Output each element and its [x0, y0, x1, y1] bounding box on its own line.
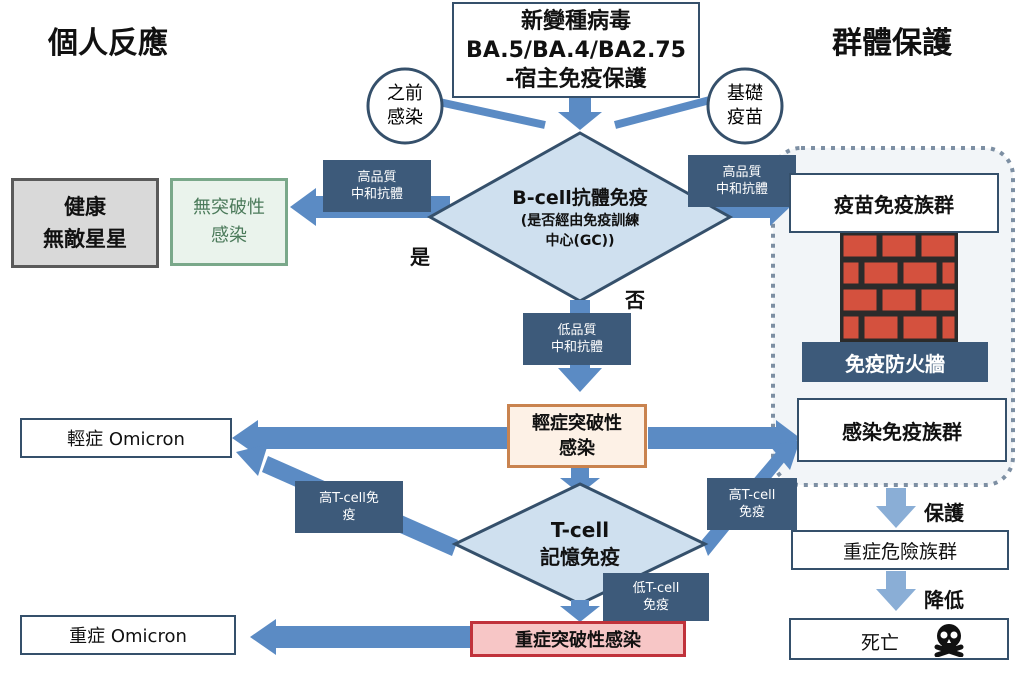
high-risk-group-box: 重症危險族群	[791, 530, 1009, 570]
arrow-protect-down	[876, 488, 916, 528]
bcell-sub1: (是否經由免疫訓練	[520, 213, 640, 229]
tcell-line2: 記憶免疫	[540, 545, 620, 569]
vaccine-immune-group-box: 疫苗免疫族群	[789, 173, 999, 233]
bcell-sub2: 中心(GC))	[545, 233, 615, 249]
answer-yes: 是	[410, 245, 430, 269]
base-vaccine-label: 基礎 疫苗	[727, 83, 763, 128]
tcell-text: T-cell 記憶免疫	[500, 514, 660, 574]
arrow-tcell-down	[560, 600, 600, 622]
tag-low-tcell: 低T-cell 免疫	[603, 573, 709, 621]
infection-immune-group-box: 感染免疫族群	[797, 398, 1007, 462]
mild-omicron-box: 輕症 Omicron	[20, 418, 232, 458]
healthy-box: 健康 無敵星星	[11, 178, 159, 268]
base-vaccine-circle	[706, 67, 784, 145]
prior-infection-circle	[366, 67, 444, 145]
death-box: 死亡	[789, 618, 1009, 660]
skull-crossbones-icon	[931, 621, 967, 657]
new-variant-box: 新變種病毒 BA.5/BA.4/BA2.75 -宿主免疫保護	[452, 2, 700, 98]
new-variant-line1: 新變種病毒	[520, 8, 631, 34]
prior-infection-label: 之前 感染	[387, 83, 423, 128]
tag-high-tcell-left: 高T-cell免 疫	[295, 481, 403, 533]
immune-firewall-label: 免疫防火牆	[802, 342, 988, 382]
arrow-reduce-down	[876, 571, 916, 611]
tag-high-quality-left: 高品質 中和抗體	[323, 160, 431, 212]
tcell-line1: T-cell	[550, 518, 610, 542]
arrow-severe-left	[250, 619, 470, 655]
header-group: 群體保護	[832, 26, 952, 61]
arrow-left-circle	[429, 96, 546, 129]
new-variant-line3: -宿主免疫保護	[505, 66, 647, 92]
reduce-label: 降低	[924, 588, 964, 612]
mild-breakthrough-box: 輕症突破性 感染	[507, 404, 647, 468]
arrow-mild-left	[232, 420, 510, 456]
new-variant-line2: BA.5/BA.4/BA2.75	[466, 37, 686, 63]
bcell-text: B-cell抗體免疫 (是否經由免疫訓練 中心(GC))	[455, 182, 705, 254]
arrow-top-down	[558, 97, 602, 130]
death-label: 死亡	[861, 632, 900, 654]
tag-high-tcell-right: 高T-cell 免疫	[707, 478, 797, 530]
protect-label: 保護	[924, 501, 964, 525]
brick-wall-icon	[840, 232, 958, 342]
bcell-title: B-cell抗體免疫	[512, 187, 648, 209]
arrow-right-circle	[613, 96, 712, 129]
severe-breakthrough-box: 重症突破性感染	[470, 621, 686, 657]
answer-no: 否	[625, 288, 645, 312]
tag-low-quality: 低品質 中和抗體	[523, 313, 631, 365]
tag-high-quality-right: 高品質 中和抗體	[688, 155, 796, 207]
severe-omicron-box: 重症 Omicron	[20, 615, 236, 655]
no-breakthrough-box: 無突破性 感染	[170, 178, 288, 266]
header-individual: 個人反應	[48, 26, 168, 61]
